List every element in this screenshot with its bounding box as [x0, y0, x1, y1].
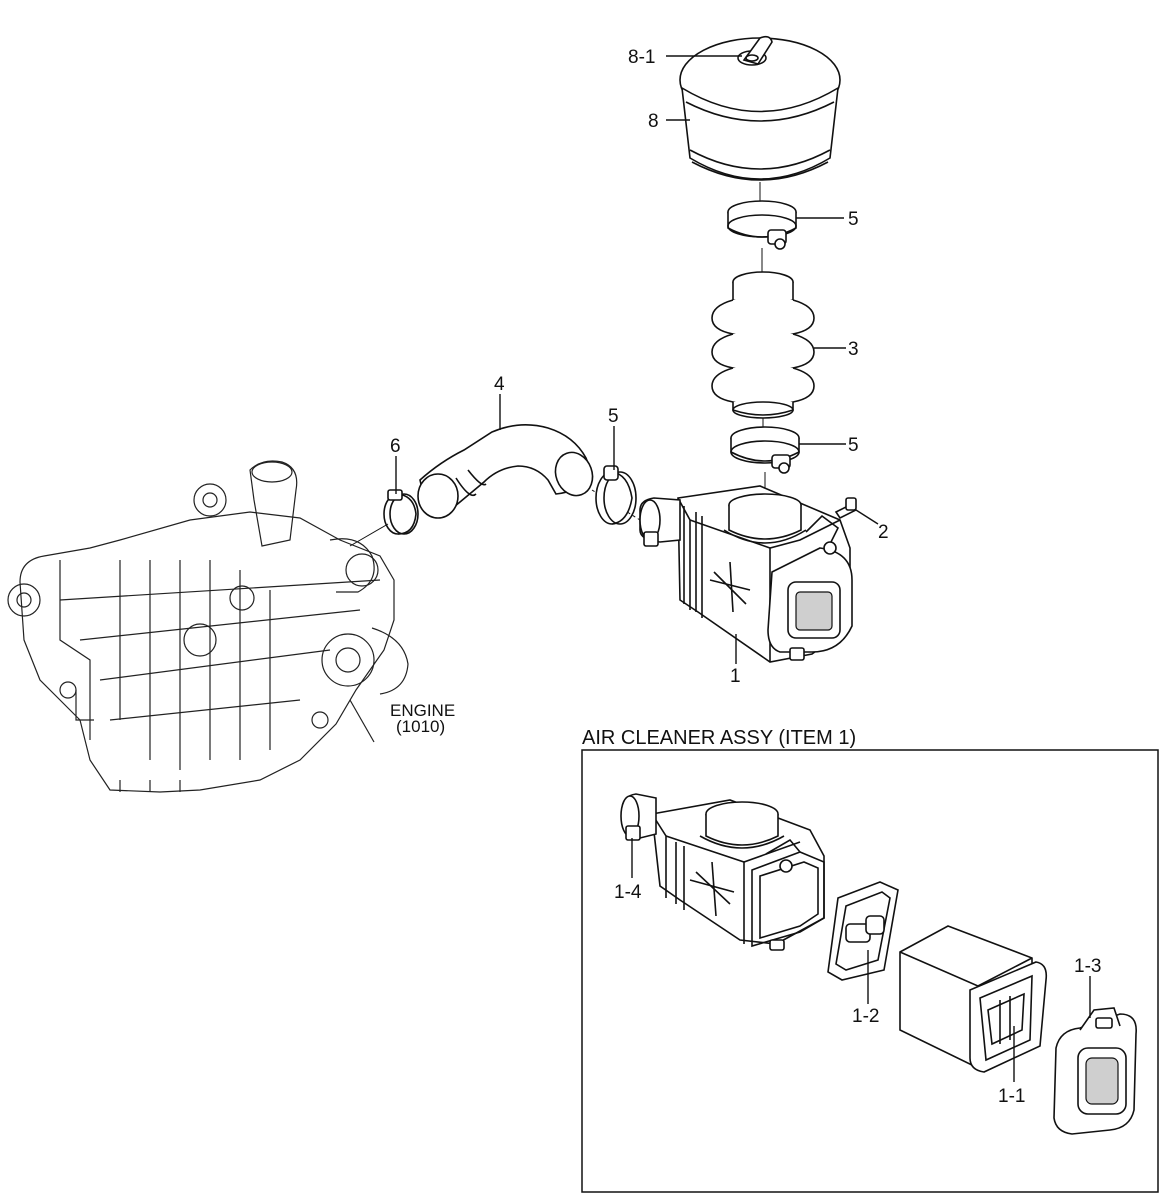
label-1-3: 1-3: [1074, 956, 1101, 977]
label-5-left: 5: [608, 406, 619, 427]
bolt: [834, 497, 858, 520]
hose-clamp-top: [727, 200, 797, 250]
main-filter-element: [899, 925, 1048, 1073]
label-1-4: 1-4: [614, 882, 642, 903]
label-8: 8: [648, 111, 659, 132]
engine-name: ENGINE: [390, 701, 455, 720]
engine-code: (1010): [396, 717, 445, 736]
label-8-1: 8-1: [628, 47, 655, 68]
inset-housing: [620, 793, 825, 951]
intake-elbow-hose: [417, 424, 594, 519]
end-cover: [1053, 1007, 1137, 1135]
safety-filter: [827, 881, 899, 981]
label-1: 1: [730, 666, 741, 687]
air-cleaner-body: [639, 485, 853, 663]
engine-outline: [7, 460, 409, 793]
precleaner-cap: [679, 35, 841, 181]
label-6: 6: [390, 436, 401, 457]
label-2: 2: [878, 522, 889, 543]
inset-title: AIR CLEANER ASSY (ITEM 1): [582, 727, 856, 749]
label-5-mid: 5: [848, 435, 859, 456]
label-3: 3: [848, 339, 859, 360]
inset-frame: [581, 749, 1159, 1193]
label-4: 4: [494, 374, 505, 395]
label-5-top: 5: [848, 209, 859, 230]
hose-clamp-left: [595, 465, 637, 525]
hose-clamp-middle: [730, 426, 800, 474]
leader-lines: [395, 55, 1091, 1082]
hose-clamp-engine: [383, 489, 419, 535]
bellows-hose: [711, 271, 815, 419]
label-1-1: 1-1: [998, 1086, 1025, 1107]
label-1-2: 1-2: [852, 1006, 879, 1027]
cap-knob: [745, 54, 759, 62]
